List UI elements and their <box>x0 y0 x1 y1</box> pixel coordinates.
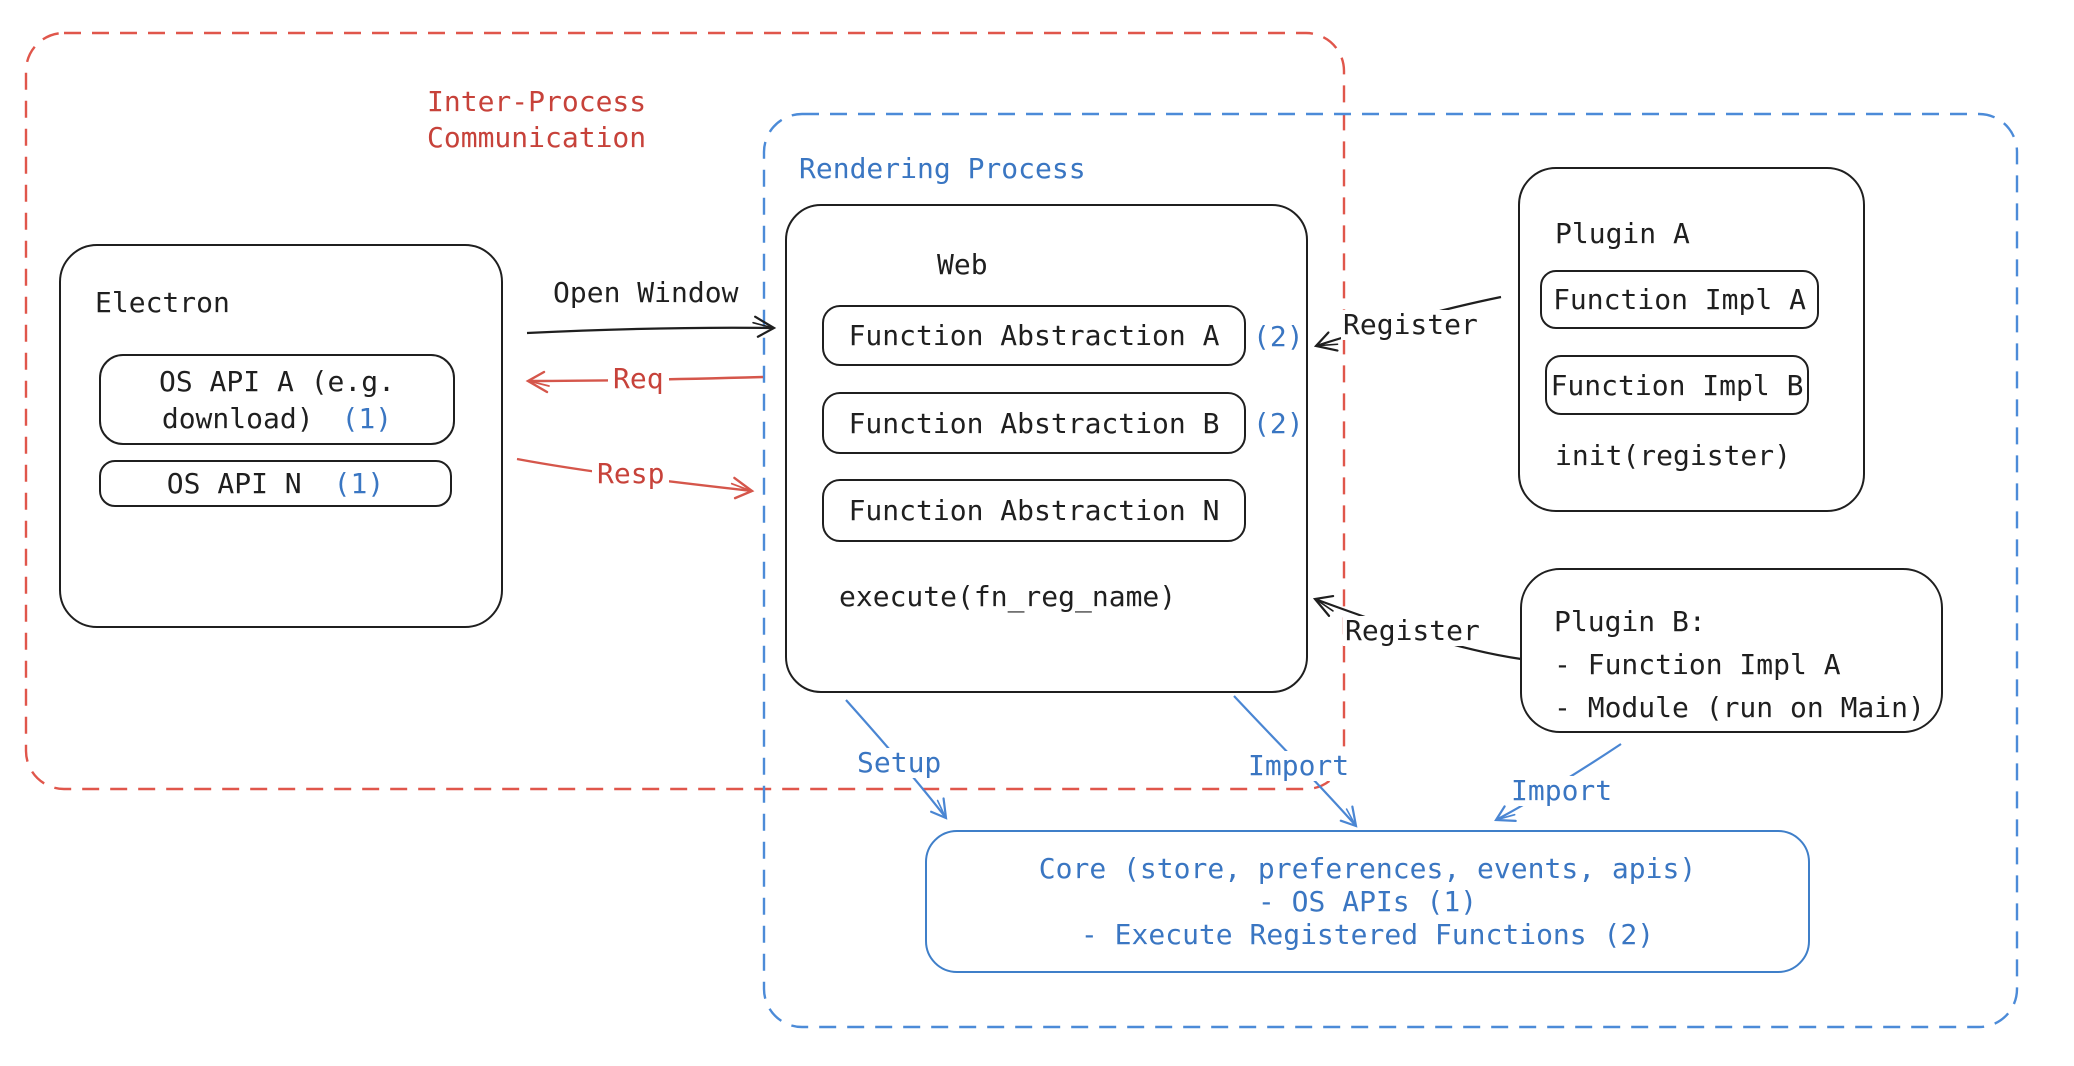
web-execute-text: execute(fn_reg_name) <box>839 580 1177 613</box>
import-mid-label: Import <box>1243 751 1355 781</box>
electron-node: Electron OS API A (e.g. download) (1) OS … <box>59 244 503 628</box>
rendering-group-label: Rendering Process <box>799 152 1086 185</box>
electron-title: Electron <box>95 286 230 319</box>
ipc-label-line2: Communication <box>427 121 647 154</box>
os-api-n-node: OS API N (1) <box>99 460 452 507</box>
plugin-b-line1: Plugin B: <box>1554 605 1706 638</box>
core-line3: - Execute Registered Functions (2) <box>1080 918 1655 951</box>
os-api-a-node: OS API A (e.g. download) (1) <box>99 354 455 445</box>
plugin-a-title: Plugin A <box>1555 217 1690 250</box>
register-top-label: Register <box>1341 308 1480 341</box>
function-impl-a-node: Function Impl A <box>1540 270 1819 329</box>
web-node: Web Function Abstraction A (2) Function … <box>785 204 1308 693</box>
os-api-n-label: OS API N <box>166 467 302 500</box>
function-abstraction-b-ref: (2) <box>1253 407 1304 440</box>
plugin-a-init-text: init(register) <box>1555 439 1792 472</box>
open-window-arrow <box>526 315 777 338</box>
resp-label: Resp <box>592 459 670 489</box>
function-abstraction-a-node: Function Abstraction A <box>822 305 1246 366</box>
function-abstraction-b-node: Function Abstraction B <box>822 392 1246 454</box>
rendering-group-frame <box>762 112 2019 1029</box>
import-right-label: Import <box>1506 776 1618 806</box>
req-label: Req <box>608 364 669 394</box>
setup-label: Setup <box>852 748 947 778</box>
ipc-group-frame <box>24 31 1346 791</box>
open-window-label: Open Window <box>553 276 739 309</box>
register-bottom-label: Register <box>1343 614 1482 647</box>
function-abstraction-n-node: Function Abstraction N <box>822 479 1246 542</box>
plugin-b-line3: - Module (run on Main) <box>1554 691 1925 724</box>
core-node: Core (store, preferences, events, apis) … <box>925 830 1810 973</box>
plugin-a-node: Plugin A Function Impl A Function Impl B… <box>1518 167 1865 512</box>
function-abstraction-a-ref: (2) <box>1253 320 1304 353</box>
os-api-n-ref: (1) <box>333 467 385 500</box>
web-title: Web <box>937 248 988 281</box>
core-line1: Core (store, preferences, events, apis) <box>1038 852 1697 885</box>
ipc-label-line1: Inter-Process <box>427 85 647 118</box>
os-api-a-line2: download) <box>161 401 314 435</box>
os-api-a-line1: OS API A (e.g. <box>158 364 395 398</box>
core-line2: - OS APIs (1) <box>1257 885 1478 918</box>
os-api-a-ref: (1) <box>341 401 393 435</box>
plugin-b-node: Plugin B: - Function Impl A - Module (ru… <box>1520 568 1943 733</box>
plugin-b-line2: - Function Impl A <box>1554 648 1841 681</box>
function-impl-b-node: Function Impl B <box>1545 355 1809 415</box>
ipc-group-label: Inter-Process Communication <box>427 84 646 156</box>
